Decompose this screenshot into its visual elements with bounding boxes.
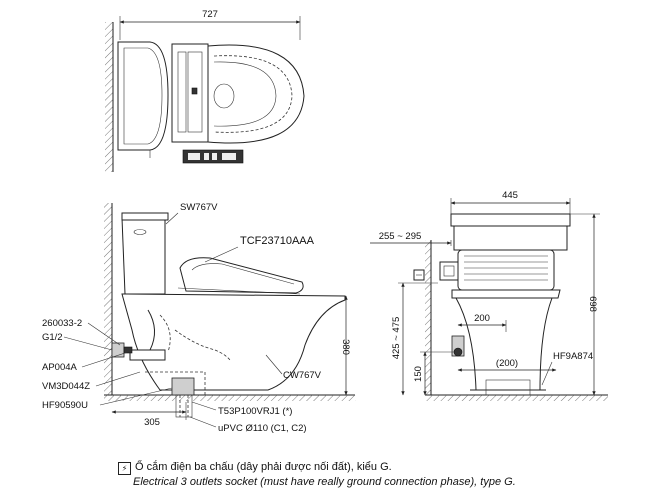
front-view: 445 255 ~ 295 425 ~ 475 150 [370,190,608,401]
side-view: 380 305 SW767V TCF23710AAA CW767V 260033… [42,202,356,434]
dim-255-295: 255 ~ 295 [379,231,422,242]
trap-flange [171,377,195,396]
dim-150: 150 [413,366,424,382]
dim-200: 200 [474,313,490,324]
label-hf90590u: HF90590U [42,400,88,411]
tank-front [450,213,571,227]
top-view: 727 [105,9,305,172]
label-ap004a: AP004A [42,362,78,373]
wall-hatch-front [425,240,431,395]
wall-hatch-side [104,203,112,395]
label-g12: G1/2 [42,332,63,343]
front-base [485,379,531,396]
dim-380: 380 [340,339,351,355]
label-vm3d044z: VM3D044Z [42,381,90,392]
wall-hatch-top [105,22,113,172]
seat-side [179,257,304,294]
dim-445: 445 [502,190,518,201]
dim-305: 305 [144,417,160,428]
floor-hatch-side [104,395,356,401]
dim-200-ref: (200) [496,358,518,369]
label-hf9a874: HF9A874 [553,351,593,362]
label-trap: T53P100VRJ1 (*) [218,406,292,417]
power-outlet-icon: ⚡ [118,462,131,475]
seat-hinge-panel [171,43,209,143]
note-block: ⚡ Ổ cắm điện ba chấu (dây phải được nối đ… [118,460,638,489]
note-vi-line: ⚡ Ổ cắm điện ba chấu (dây phải được nối đ… [118,460,638,475]
bowl-front [455,297,553,391]
note-vi: Ổ cắm điện ba chấu (dây phải được nối đấ… [135,461,392,473]
dim-727: 727 [202,9,218,20]
angle-valve [111,342,125,358]
dim-698: 698 [587,296,598,312]
label-260033-2: 260033-2 [42,318,82,329]
label-tank: SW767V [180,202,218,213]
tank-side [121,217,166,295]
label-bowl: CW767V [283,370,322,381]
tank-top [117,41,169,151]
note-en: Electrical 3 outlets socket (must have r… [133,476,516,488]
bowl-top [207,44,305,144]
label-pipe: uPVC Ø110 (C1, C2) [218,423,307,434]
label-seat: TCF23710AAA [240,235,315,247]
dim-425-475: 425 ~ 475 [391,317,402,360]
